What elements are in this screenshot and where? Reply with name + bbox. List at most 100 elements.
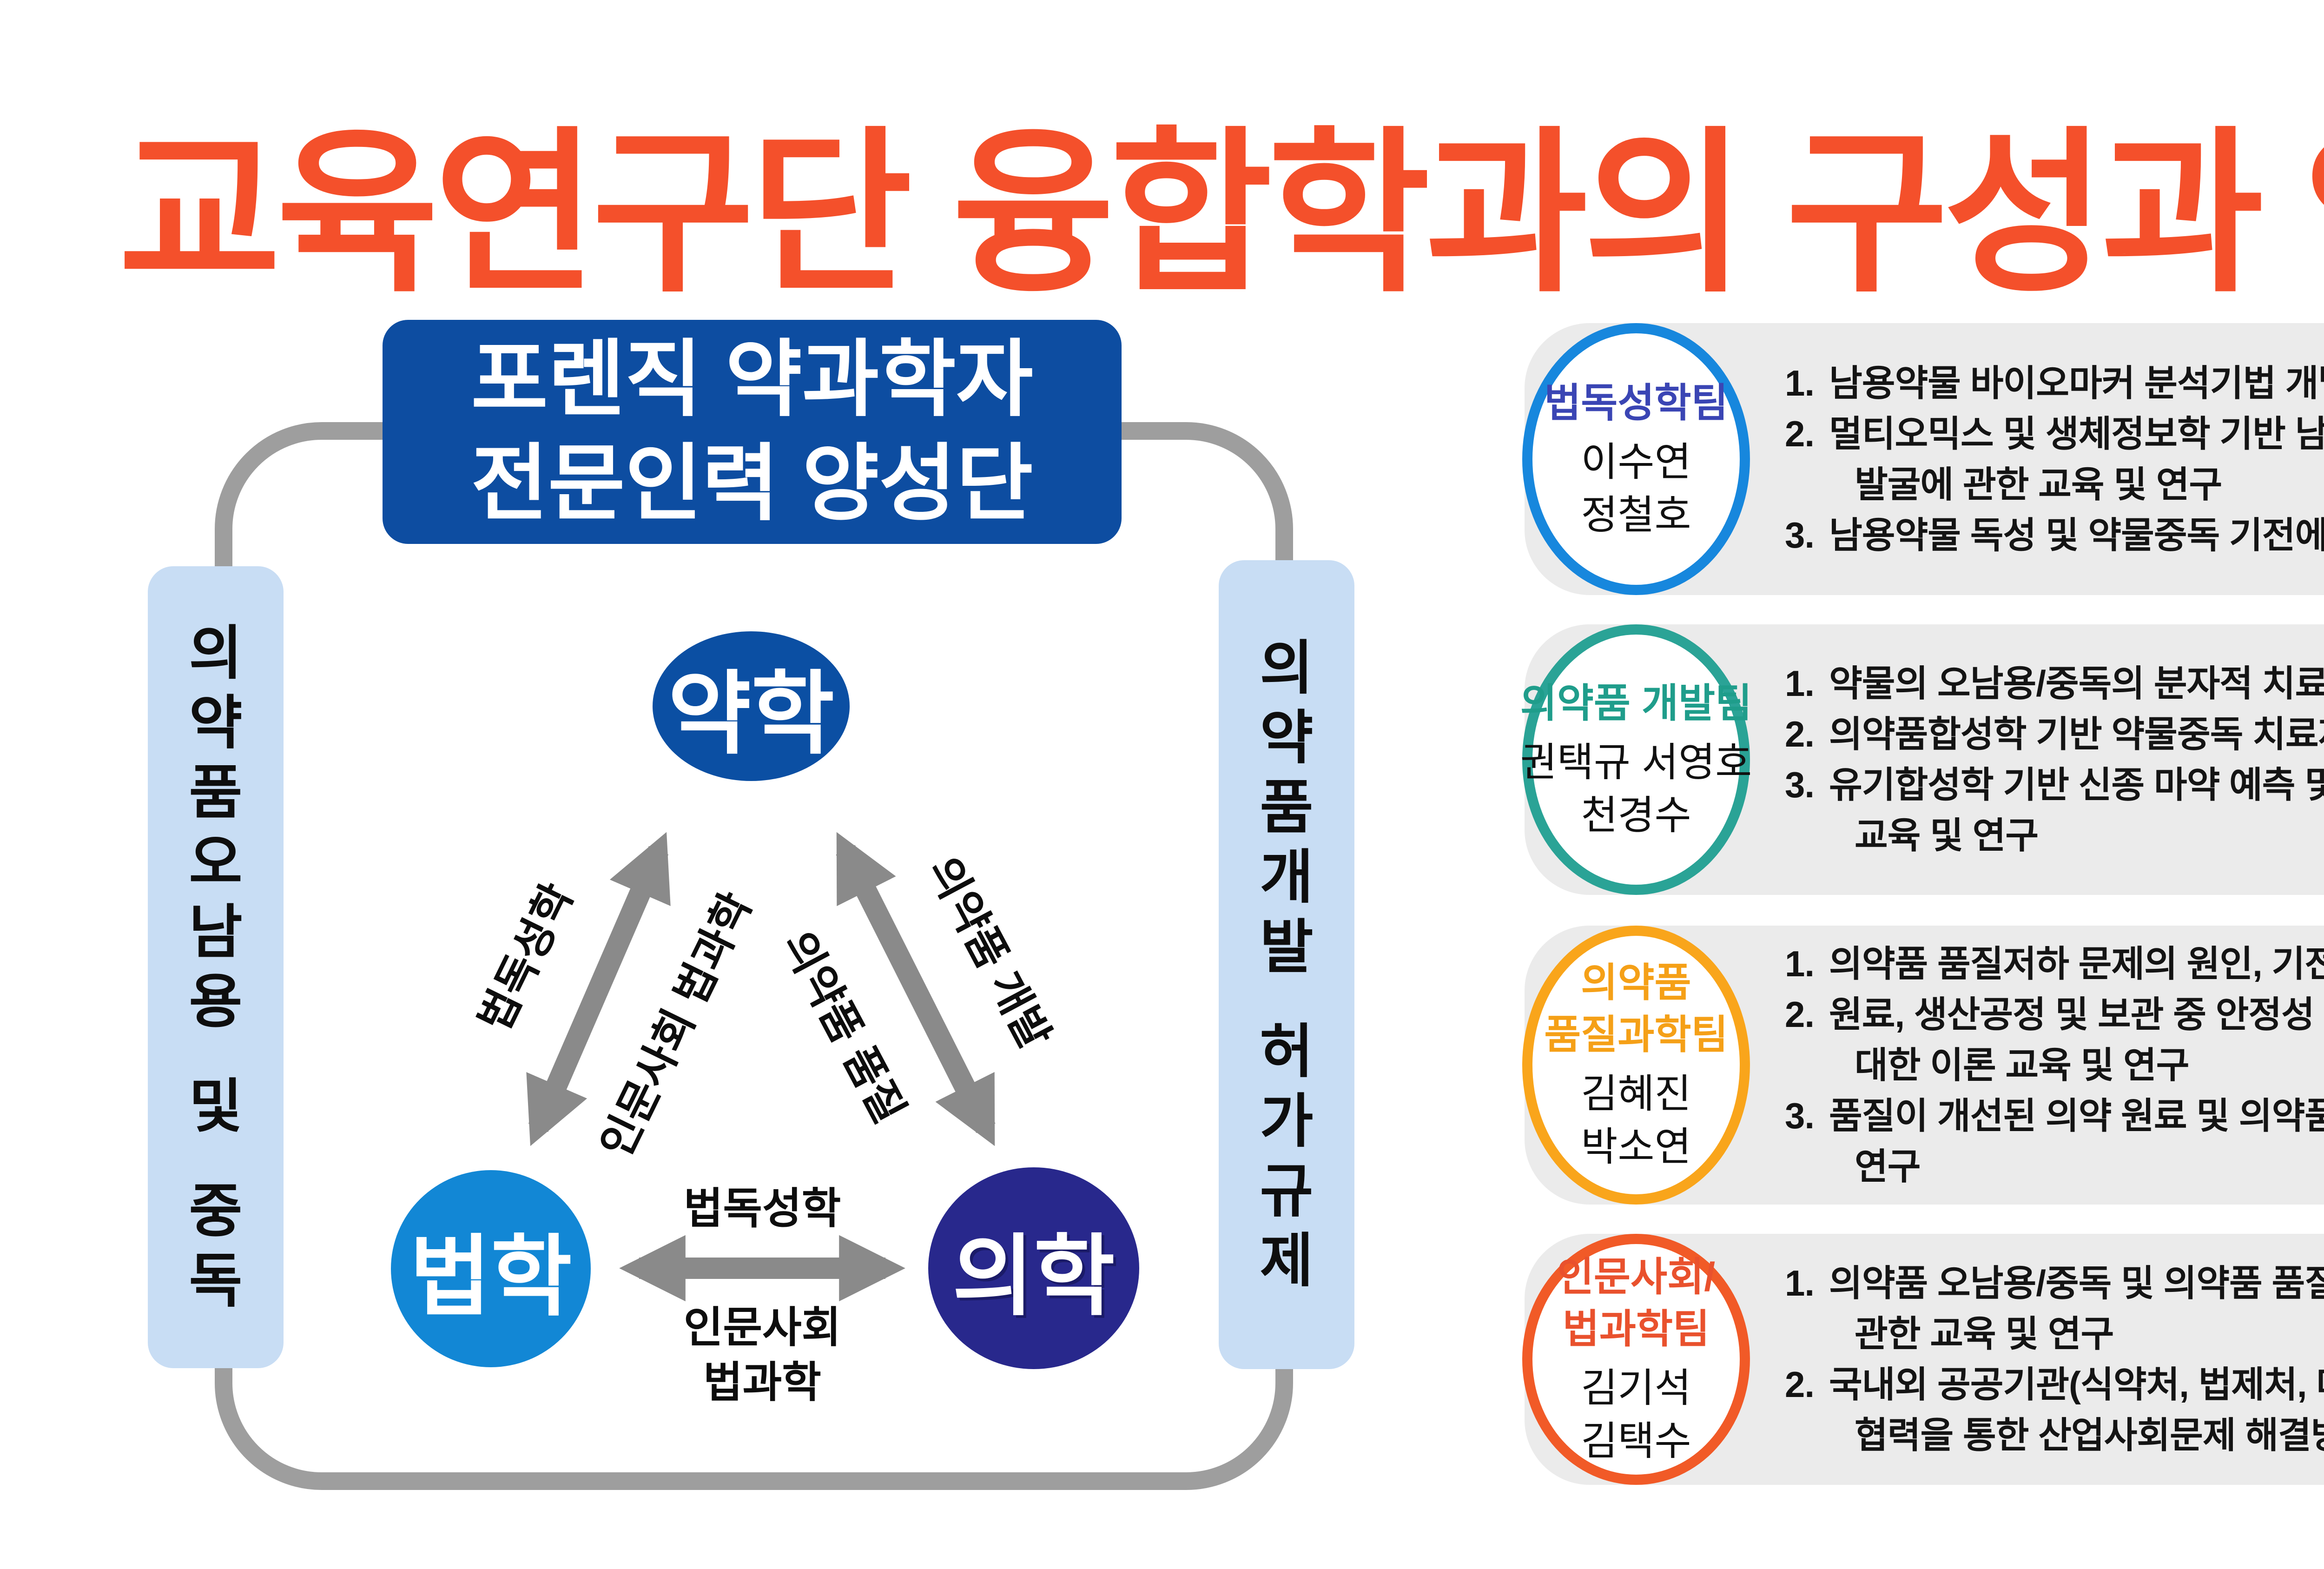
- vertical-bar-char: 중: [189, 1178, 243, 1244]
- team-item-line: 1.의약품 품질저하 문제의 원인, 기전, 안정화 방안 교육 및 연구: [1785, 939, 2324, 989]
- team-item: 2.멀티오믹스 및 생체정보학 기반 남용약물 독성 바이오마커발굴에 관한 교…: [1785, 409, 2324, 510]
- team-item: 1.남용약물 바이오마커 분석기법 개발에 관한 교육 및 연구: [1785, 358, 2324, 409]
- vertical-bar-char: 의: [189, 621, 243, 686]
- node-pharmacy: 약학: [653, 631, 850, 781]
- team-name-line: 의약품 개발팀: [1520, 681, 1752, 726]
- team-name-line: 품질과학팀: [1544, 1013, 1728, 1057]
- edge-label-law-medicine-lower: 인문사회 법과학: [684, 1300, 841, 1410]
- vertical-bar-char: 남: [189, 900, 243, 965]
- team-item: 2.원료, 생산공정 및 보관 중 안정성 저해 요인 및 극복방안에대한 이론…: [1785, 989, 2324, 1091]
- team-item-line: 발굴에 관한 교육 및 연구: [1855, 463, 2222, 505]
- team-item: 1.의약품 오남용/중독 및 의약품 품질저하 문제와 관련된 정책에관한 교육…: [1785, 1258, 2324, 1359]
- team-item-number: 3.: [1785, 1095, 1815, 1136]
- team-item-line: 2.국내외 공공기관(식약처, 법제처, 마약퇴치본부, WHO 등)과의: [1785, 1359, 2324, 1410]
- team-item-line: 협력을 통한 산업사회문제 해결방안 교육 및 연구: [1855, 1415, 2324, 1456]
- team-name: 의약품 개발팀: [1520, 677, 1752, 729]
- team-item-line: 1.남용약물 바이오마커 분석기법 개발에 관한 교육 및 연구: [1785, 358, 2324, 409]
- team-item: 2.의약품합성학 기반 약물중독 치료제 개발에 관한 교육 및 연구: [1785, 709, 2324, 760]
- edge-label-law-medicine-lower-line1: 인문사회: [683, 1304, 841, 1351]
- team-member: 김혜진: [1581, 1072, 1691, 1116]
- team-item-line: 3.품질이 개선된 의약 원료 및 의약품 생산공정에 관한 교육 및: [1785, 1091, 2324, 1141]
- team-item-number: 1.: [1785, 1263, 1815, 1304]
- team-name-line: 법과학팀: [1562, 1307, 1710, 1351]
- team-item: 3.품질이 개선된 의약 원료 및 의약품 생산공정에 관한 교육 및연구: [1785, 1091, 2324, 1192]
- team-item-number: 2.: [1785, 993, 1815, 1035]
- team-item-line: 2.의약품합성학 기반 약물중독 치료제 개발에 관한 교육 및 연구: [1785, 709, 2324, 760]
- vertical-bar-char: 제: [1260, 1228, 1314, 1293]
- team-item: 1.의약품 품질저하 문제의 원인, 기전, 안정화 방안 교육 및 연구: [1785, 939, 2324, 989]
- vertical-bar-char: 가: [1260, 1089, 1314, 1154]
- arrow-law-pharmacy: [526, 832, 671, 1146]
- team-name-line: 인문사회/: [1557, 1255, 1716, 1299]
- team-item-line: 2.멀티오믹스 및 생체정보학 기반 남용약물 독성 바이오마커: [1785, 409, 2324, 459]
- team-item-line: 3.유기합성학 기반 신종 마약 예측 및 분석지표물질 합성 이론: [1785, 760, 2324, 810]
- team-items-list: 1.의약품 오남용/중독 및 의약품 품질저하 문제와 관련된 정책에관한 교육…: [1785, 1234, 2324, 1485]
- vertical-bar-char: 발: [1260, 914, 1314, 980]
- team-name-line: 법독성학팀: [1544, 380, 1728, 425]
- team-name: 인문사회/법과학팀: [1557, 1251, 1715, 1355]
- team-member: 김기석: [1581, 1366, 1691, 1410]
- node-law: 법학: [391, 1170, 591, 1367]
- team-item-line: 1.약물의 오남용/중독의 분자적 치료기전에 관한 교육 및 연구: [1785, 658, 2324, 709]
- vertical-bar-char: 오: [189, 830, 243, 895]
- vertical-bar-char: 용: [189, 969, 243, 1034]
- vertical-bar-char: 약: [189, 690, 243, 755]
- team-item-number: 2.: [1785, 1364, 1815, 1405]
- vertical-bar-char: 약: [1260, 705, 1314, 770]
- team-member: 이수연: [1581, 439, 1691, 484]
- page-title: 교육연구단 융합학과의 구성과 역할: [119, 115, 2324, 312]
- team-item-number: 3.: [1785, 764, 1815, 805]
- team-item: 3.남용약물 독성 및 약물중독 기전에 관한 교육 및 연구: [1785, 510, 2324, 561]
- diagram-header-line2: 전문인력 양성단: [471, 437, 1033, 530]
- vertical-bar-char: 규: [1260, 1159, 1314, 1224]
- team-item-line: 2.원료, 생산공정 및 보관 중 안정성 저해 요인 및 극복방안에: [1785, 989, 2324, 1040]
- team-item: 1.약물의 오남용/중독의 분자적 치료기전에 관한 교육 및 연구: [1785, 658, 2324, 709]
- team-member: 권택규 서영호: [1520, 740, 1752, 785]
- team-item-line: 교육 및 연구: [1855, 815, 2039, 856]
- team-items-list: 1.의약품 품질저하 문제의 원인, 기전, 안정화 방안 교육 및 연구2.원…: [1785, 926, 2324, 1205]
- vertical-bar-char: 개: [1260, 845, 1314, 910]
- team-member: 정철호: [1581, 492, 1691, 537]
- vertical-bar-char: 품: [1260, 775, 1314, 840]
- team-item-line: 대한 이론 교육 및 연구: [1855, 1044, 2190, 1086]
- vertical-bar-char: 의: [1260, 636, 1314, 701]
- team-item-line: 1.의약품 오남용/중독 및 의약품 품질저하 문제와 관련된 정책에: [1785, 1258, 2324, 1309]
- vertical-bar-char: 허: [1260, 1019, 1314, 1084]
- team-item-number: 2.: [1785, 714, 1815, 755]
- team-member: 김택수: [1581, 1419, 1691, 1463]
- team-name-line: 의약품: [1581, 960, 1691, 1005]
- vertical-bar-char: 및: [189, 1074, 243, 1139]
- team-item-line: 관한 교육 및 연구: [1855, 1313, 2114, 1354]
- edge-label-law-medicine-lower-line2: 법과학: [703, 1359, 821, 1406]
- diagram-header-line1: 포렌직 약과학자: [471, 333, 1033, 426]
- vertical-bar-char: 품: [189, 760, 243, 825]
- team-items-list: 1.남용약물 바이오마커 분석기법 개발에 관한 교육 및 연구2.멀티오믹스 …: [1785, 323, 2324, 595]
- team-member: 박소연: [1581, 1125, 1691, 1169]
- team-item-number: 1.: [1785, 943, 1815, 984]
- team-item-number: 3.: [1785, 514, 1815, 556]
- team-name: 법독성학팀: [1544, 377, 1728, 429]
- team-item-number: 2.: [1785, 413, 1815, 454]
- vertical-bar-char: 독: [189, 1248, 243, 1313]
- team-items-list: 1.약물의 오남용/중독의 분자적 치료기전에 관한 교육 및 연구2.의약품합…: [1785, 624, 2324, 895]
- team-item: 2.국내외 공공기관(식약처, 법제처, 마약퇴치본부, WHO 등)과의협력을…: [1785, 1359, 2324, 1461]
- node-medicine: 의학: [928, 1167, 1139, 1369]
- team-item-line: 3.남용약물 독성 및 약물중독 기전에 관한 교육 및 연구: [1785, 510, 2324, 561]
